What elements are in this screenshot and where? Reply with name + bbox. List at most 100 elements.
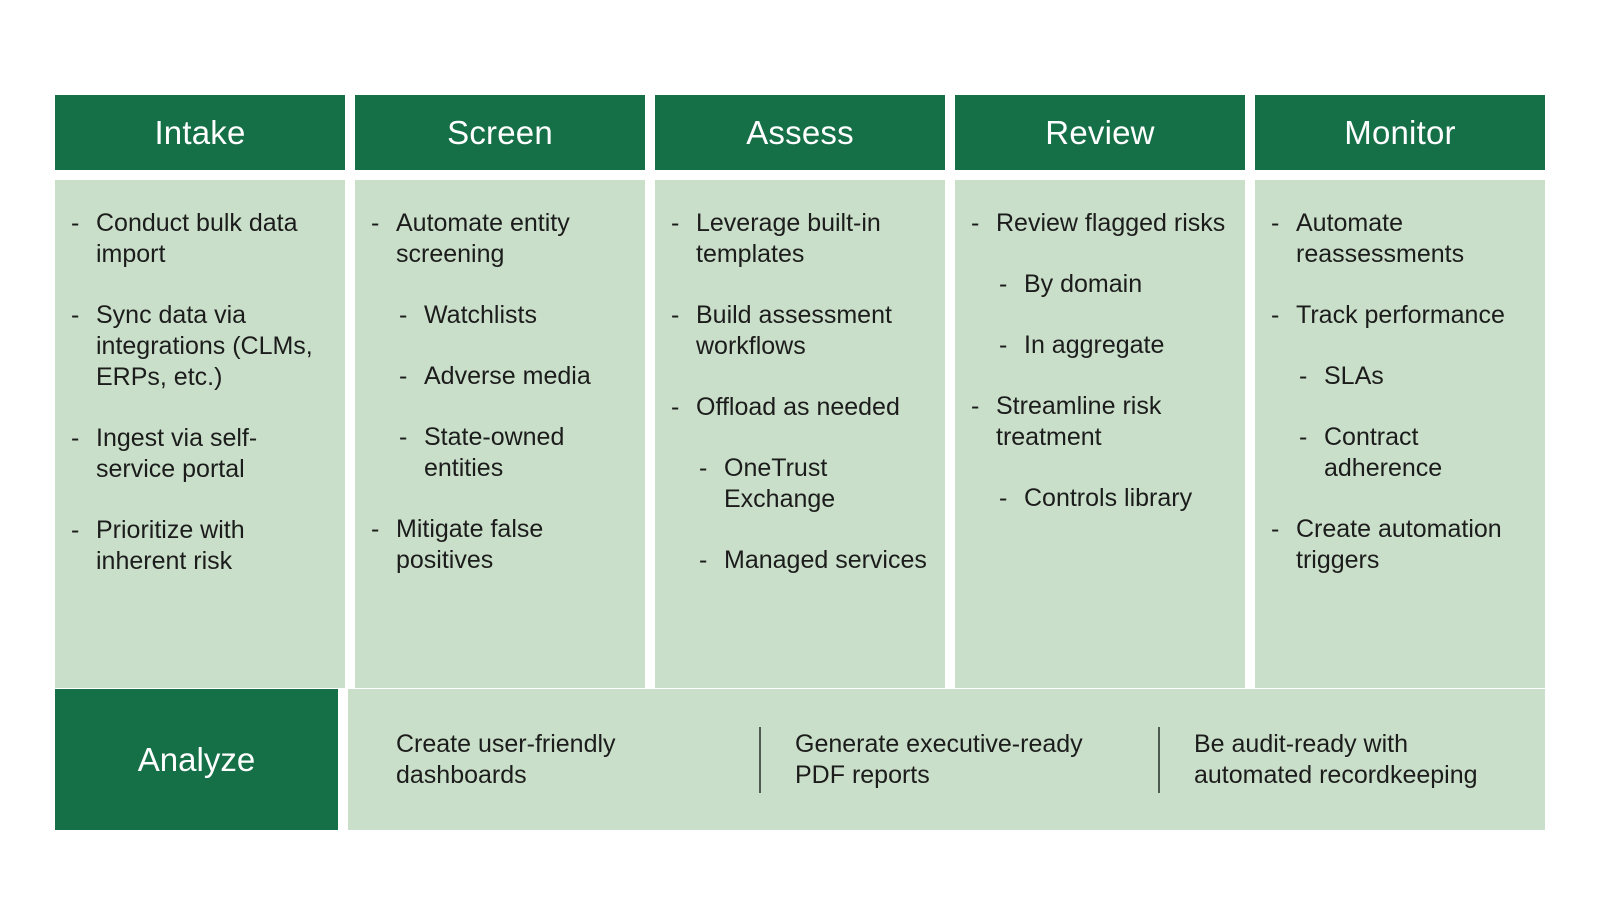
bullet-dash-icon: - — [371, 209, 380, 237]
stage-column-review: Review-Review flagged risks-By domain-In… — [955, 95, 1245, 688]
bullet-dash-icon: - — [1299, 423, 1308, 451]
stage-column-screen: Screen-Automate entity screening-Watchli… — [355, 95, 645, 688]
bullet-dash-icon: - — [71, 424, 80, 452]
stage-bullet-list: -Leverage built-in templates-Build asses… — [671, 208, 929, 576]
bullet-item: -Prioritize with inherent risk — [71, 515, 329, 577]
bullet-text: SLAs — [1324, 362, 1384, 390]
bullet-text: Offload as needed — [696, 393, 900, 421]
bullet-text: Sync data via integrations (CLMs, ERPs, … — [96, 301, 313, 391]
bullet-text: Automate entity screening — [396, 209, 570, 268]
bullet-text: By domain — [1024, 270, 1143, 298]
bullet-item: -Ingest via self-service portal — [71, 423, 329, 485]
stage-bullet-list: -Automate entity screening-Watchlists-Ad… — [371, 208, 629, 576]
bullet-item: -State-owned entities — [371, 422, 629, 484]
bullet-text: Contract adherence — [1324, 423, 1443, 482]
bullet-text: Watchlists — [424, 301, 537, 329]
analyze-title: Analyze — [137, 741, 256, 778]
stage-header-label: Review — [1045, 114, 1155, 151]
bullet-item: -Contract adherence — [1271, 422, 1529, 484]
stage-header-review[interactable]: Review — [955, 95, 1245, 170]
bullet-dash-icon: - — [399, 423, 408, 451]
bullet-item: -Review flagged risks — [971, 208, 1229, 239]
analyze-item: Generate executive-ready PDF reports — [747, 729, 1146, 791]
bullet-dash-icon: - — [671, 209, 680, 237]
stage-header-monitor[interactable]: Monitor — [1255, 95, 1545, 170]
bullet-text: Managed services — [724, 546, 927, 574]
bullet-text: Prioritize with inherent risk — [96, 516, 245, 575]
bullet-item: -Automate reassessments — [1271, 208, 1529, 270]
bullet-text: Automate reassessments — [1296, 209, 1465, 268]
bullet-item: -Conduct bulk data import — [71, 208, 329, 270]
analyze-item: Be audit-ready with automated recordkeep… — [1146, 729, 1545, 791]
bullet-item: -In aggregate — [971, 330, 1229, 361]
bullet-dash-icon: - — [999, 331, 1008, 359]
bullet-text: Adverse media — [424, 362, 591, 390]
bullet-text: OneTrust Exchange — [724, 454, 836, 513]
bullet-text: Review flagged risks — [996, 209, 1226, 237]
bullet-dash-icon: - — [971, 209, 980, 237]
stage-column-intake: Intake-Conduct bulk data import-Sync dat… — [55, 95, 345, 688]
analyze-gap — [338, 689, 348, 830]
stage-bullet-list: -Conduct bulk data import-Sync data via … — [71, 208, 329, 577]
bullet-text: Leverage built-in templates — [696, 209, 881, 268]
bullet-dash-icon: - — [1271, 209, 1280, 237]
stage-header-label: Monitor — [1344, 114, 1456, 151]
bullet-item: -Controls library — [971, 483, 1229, 514]
bullet-text: In aggregate — [1024, 331, 1165, 359]
bullet-dash-icon: - — [999, 484, 1008, 512]
analyze-header-cell: Analyze — [55, 689, 338, 830]
bullet-item: -Build assessment workflows — [671, 300, 929, 362]
bullet-dash-icon: - — [699, 546, 708, 574]
bullet-item: -Offload as needed — [671, 392, 929, 423]
stage-header-label: Screen — [447, 114, 553, 151]
bullet-item: -Create automation triggers — [1271, 514, 1529, 576]
bullet-dash-icon: - — [1271, 515, 1280, 543]
analyze-row: Analyze Create user-friendly dashboards G… — [55, 689, 1545, 830]
stage-column-assess: Assess-Leverage built-in templates-Build… — [655, 95, 945, 688]
bullet-text: Ingest via self-service portal — [96, 424, 258, 483]
stage-header-label: Intake — [154, 114, 246, 151]
stage-header-intake[interactable]: Intake — [55, 95, 345, 170]
bullet-dash-icon: - — [71, 516, 80, 544]
stage-bullet-list: -Automate reassessments-Track performanc… — [1271, 208, 1529, 576]
bullet-item: -Adverse media — [371, 361, 629, 392]
bullet-text: State-owned entities — [424, 423, 565, 482]
stage-header-assess[interactable]: Assess — [655, 95, 945, 170]
stage-column-monitor: Monitor-Automate reassessments-Track per… — [1255, 95, 1545, 688]
bullet-dash-icon: - — [399, 301, 408, 329]
bullet-text: Track performance — [1296, 301, 1505, 329]
bullet-item: -Sync data via integrations (CLMs, ERPs,… — [71, 300, 329, 393]
stage-body-screen: -Automate entity screening-Watchlists-Ad… — [355, 180, 645, 688]
bullet-item: -Leverage built-in templates — [671, 208, 929, 270]
stage-header-label: Assess — [746, 114, 854, 151]
bullet-dash-icon: - — [399, 362, 408, 390]
bullet-text: Build assessment workflows — [696, 301, 892, 360]
bullet-item: -By domain — [971, 269, 1229, 300]
stage-columns-grid: Intake-Conduct bulk data import-Sync dat… — [55, 95, 1545, 688]
bullet-item: -OneTrust Exchange — [671, 453, 929, 515]
bullet-dash-icon: - — [1299, 362, 1308, 390]
bullet-dash-icon: - — [71, 209, 80, 237]
bullet-dash-icon: - — [1271, 301, 1280, 329]
stage-body-intake: -Conduct bulk data import-Sync data via … — [55, 180, 345, 688]
stage-bullet-list: -Review flagged risks-By domain-In aggre… — [971, 208, 1229, 514]
bullet-dash-icon: - — [699, 454, 708, 482]
bullet-item: -Managed services — [671, 545, 929, 576]
bullet-text: Controls library — [1024, 484, 1193, 512]
analyze-item: Create user-friendly dashboards — [396, 729, 616, 789]
bullet-text: Mitigate false positives — [396, 515, 544, 574]
bullet-item: -Automate entity screening — [371, 208, 629, 270]
bullet-text: Streamline risk treatment — [996, 392, 1162, 451]
stage-header-screen[interactable]: Screen — [355, 95, 645, 170]
analyze-items-panel: Create user-friendly dashboards Generate … — [348, 689, 1545, 830]
stage-body-monitor: -Automate reassessments-Track performanc… — [1255, 180, 1545, 688]
bullet-dash-icon: - — [671, 301, 680, 329]
bullet-item: -Track performance — [1271, 300, 1529, 331]
bullet-item: -SLAs — [1271, 361, 1529, 392]
bullet-item: -Watchlists — [371, 300, 629, 331]
bullet-dash-icon: - — [971, 392, 980, 420]
bullet-text: Create automation triggers — [1296, 515, 1502, 574]
bullet-dash-icon: - — [671, 393, 680, 421]
stage-body-assess: -Leverage built-in templates-Build asses… — [655, 180, 945, 688]
